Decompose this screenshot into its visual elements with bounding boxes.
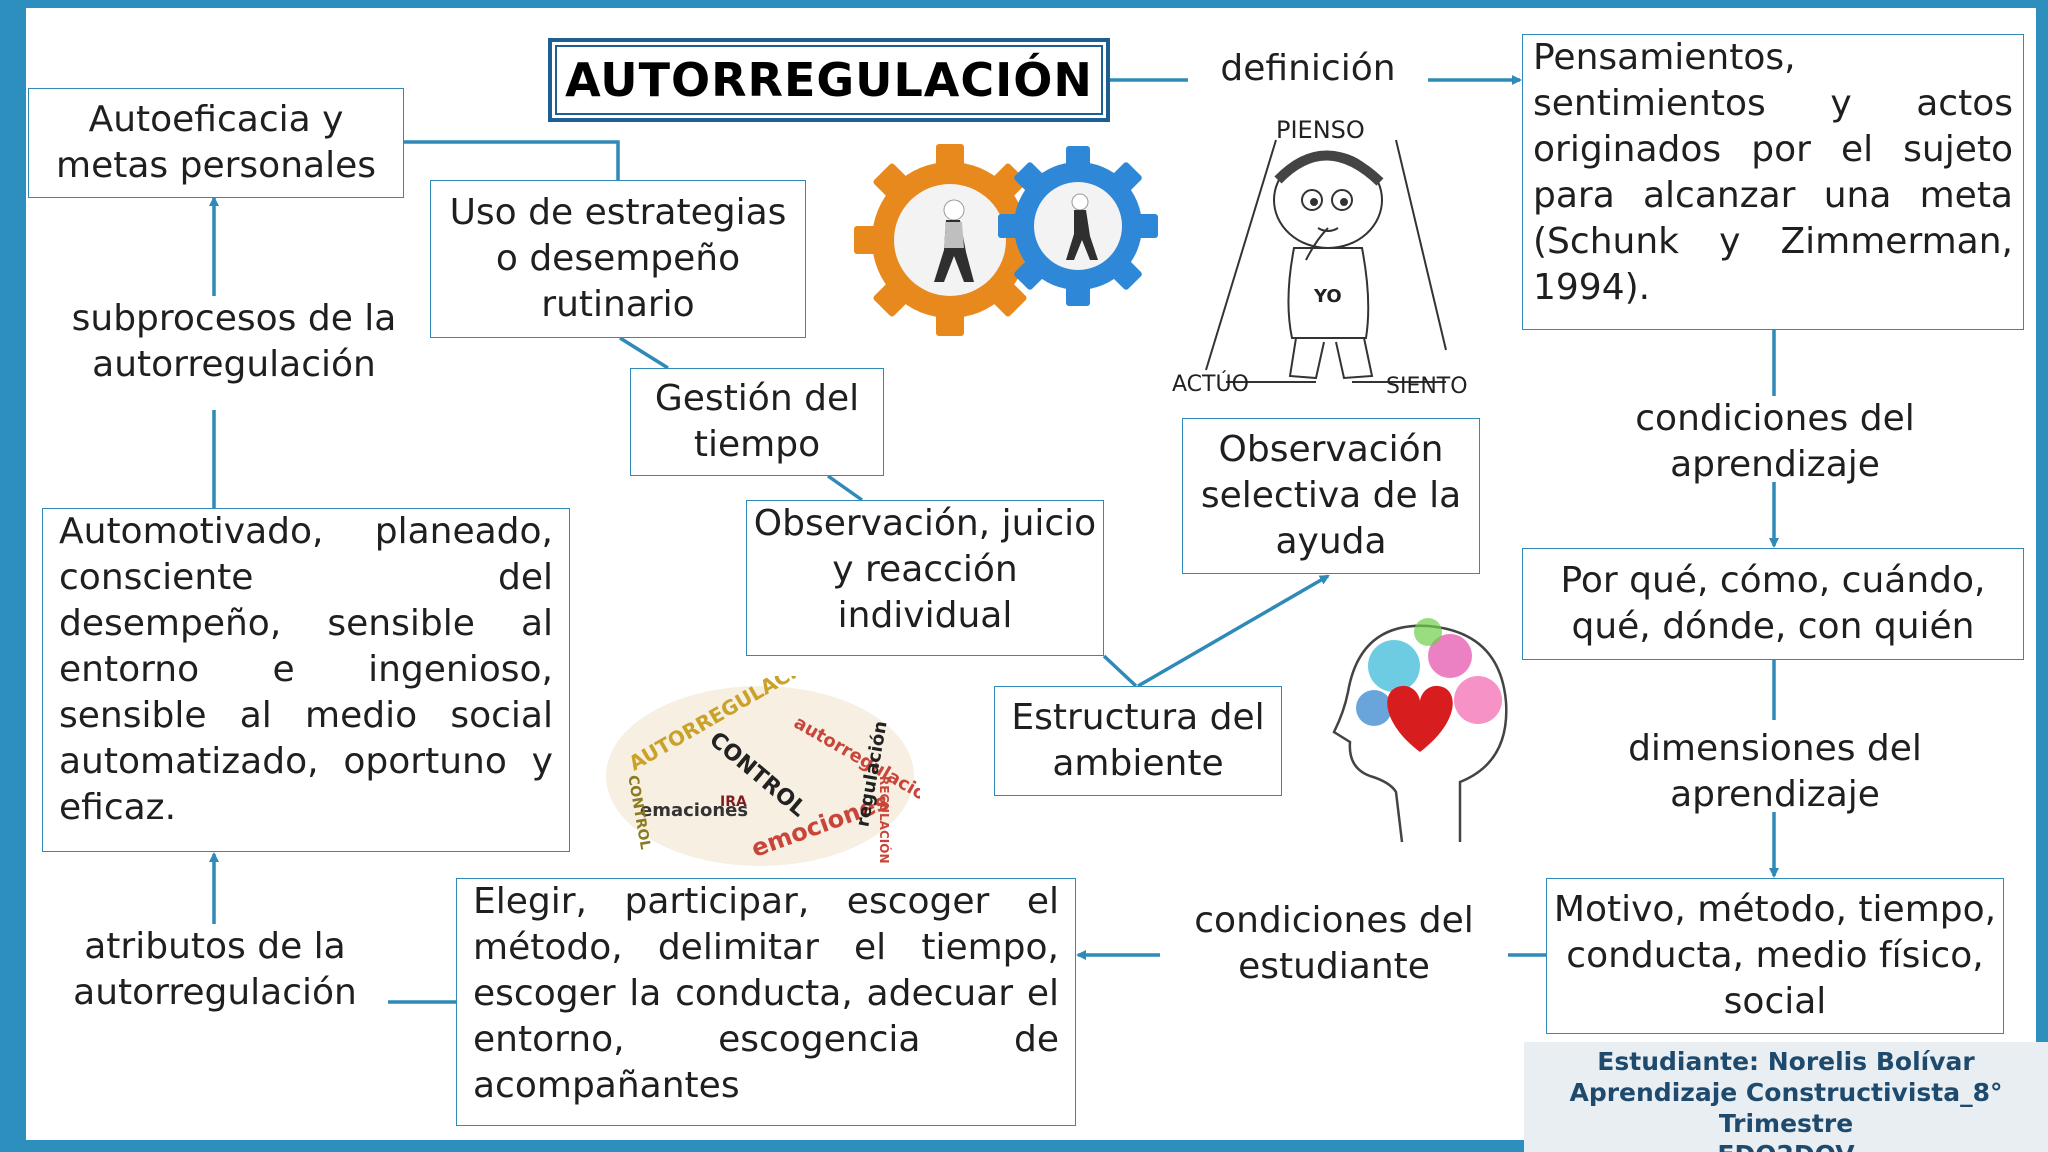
box-motivo-text: Motivo, método, tiempo, conducta, medio … bbox=[1553, 889, 1997, 1022]
label-yo: YO bbox=[1314, 286, 1342, 307]
label-dimensiones: dimensiones del aprendizaje bbox=[1628, 728, 1922, 815]
box-estructura-ambiente-text: Estructura del ambiente bbox=[1011, 697, 1265, 784]
credit-course: Aprendizaje Constructivista_8° Trimestre bbox=[1569, 1078, 2003, 1138]
gears-illustration bbox=[850, 140, 1170, 340]
box-observacion-selectiva: Observación selectiva de la ayuda bbox=[1182, 418, 1480, 574]
box-motivo: Motivo, método, tiempo, conducta, medio … bbox=[1546, 878, 2004, 1034]
box-definicion: Pensamientos, sentimientos y actos origi… bbox=[1522, 34, 2024, 330]
box-preguntas: Por qué, cómo, cuándo, qué, dónde, con q… bbox=[1522, 548, 2024, 660]
label-siento: SIENTO bbox=[1386, 374, 1468, 399]
label-subprocesos: subprocesos de la autorregulación bbox=[71, 298, 397, 385]
label-actuo: ACTÚO bbox=[1172, 372, 1249, 397]
credit-code: EDO2DOV bbox=[1524, 1139, 2048, 1152]
svg-text:emaciones: emaciones bbox=[640, 800, 748, 821]
label-pienso: PIENSO bbox=[1276, 116, 1365, 144]
box-elegir: Elegir, participar, escoger el método, d… bbox=[456, 878, 1076, 1126]
box-uso-estrategias-text: Uso de estrategias o desempeño rutinario bbox=[449, 192, 787, 325]
heart-icon bbox=[1387, 685, 1453, 752]
frame-left bbox=[0, 0, 26, 1152]
label-condiciones-estudiante: condiciones del estudiante bbox=[1194, 900, 1474, 987]
map-title: AUTORREGULACIÓN bbox=[548, 38, 1110, 122]
box-preguntas-text: Por qué, cómo, cuándo, qué, dónde, con q… bbox=[1560, 560, 1986, 647]
box-observacion-selectiva-text: Observación selectiva de la ayuda bbox=[1200, 429, 1462, 562]
box-uso-estrategias: Uso de estrategias o desempeño rutinario bbox=[430, 180, 806, 338]
credit-student: Estudiante: Norelis Bolívar bbox=[1597, 1047, 1975, 1076]
box-atributos-list: Automotivado, planeado, consciente del d… bbox=[42, 508, 570, 852]
thinking-child-illustration: PIENSO YO ACTÚO SIENTO bbox=[1166, 110, 1502, 410]
box-elegir-text: Elegir, participar, escoger el método, d… bbox=[473, 881, 1059, 1106]
label-atributos: atributos de la autorregulación bbox=[73, 926, 357, 1013]
word-cloud-illustration: AUTORREGULACIÓN CONTROL autorregulación … bbox=[606, 676, 920, 866]
blue-gear-icon bbox=[964, 140, 1170, 340]
credit-block: Estudiante: Norelis Bolívar Aprendizaje … bbox=[1524, 1042, 2048, 1152]
frame-bottom bbox=[0, 1140, 1524, 1152]
box-autoeficacia: Autoeficacia y metas personales bbox=[28, 88, 404, 198]
box-observacion-juicio-text: Observación, juicio y reacción individua… bbox=[753, 503, 1097, 636]
label-definicion: definición bbox=[1220, 48, 1396, 89]
box-observacion-juicio: Observación, juicio y reacción individua… bbox=[746, 500, 1104, 656]
svg-text:IRA: IRA bbox=[720, 794, 747, 810]
label-condiciones-aprendizaje: condiciones del aprendizaje bbox=[1635, 398, 1915, 485]
box-atributos-list-text: Automotivado, planeado, consciente del d… bbox=[59, 511, 553, 828]
box-autoeficacia-text: Autoeficacia y metas personales bbox=[56, 99, 376, 186]
frame-top bbox=[0, 0, 2048, 8]
neuron-splashes bbox=[1356, 618, 1502, 726]
frame-right bbox=[2036, 0, 2048, 1042]
head-heart-illustration bbox=[1332, 618, 1508, 843]
svg-text:REGULACIÓN: REGULACIÓN bbox=[877, 776, 892, 863]
box-definicion-text: Pensamientos, sentimientos y actos origi… bbox=[1533, 37, 2013, 308]
box-gestion-tiempo: Gestión del tiempo bbox=[630, 368, 884, 476]
box-estructura-ambiente: Estructura del ambiente bbox=[994, 686, 1282, 796]
box-gestion-tiempo-text: Gestión del tiempo bbox=[654, 378, 860, 465]
